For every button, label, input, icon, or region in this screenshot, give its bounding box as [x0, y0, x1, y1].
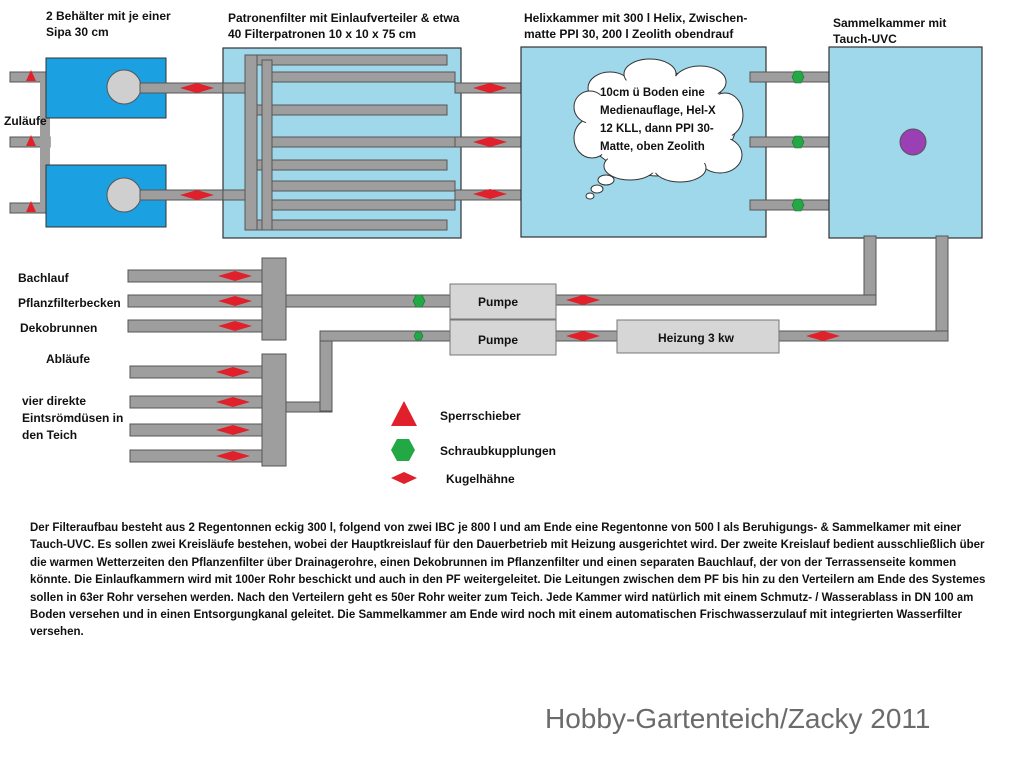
- legend-kugelhaehne: Kugelhähne: [446, 472, 515, 486]
- description-text: Der Filteraufbau besteht aus 2 Regentonn…: [30, 522, 986, 639]
- pumpe-2: [449, 319, 557, 356]
- sipa-bottom: [106, 177, 142, 213]
- kugelhahn-markers: [180, 83, 840, 461]
- patronenfilter-title: Patronenfilter mit Einlaufverteiler & et…: [228, 11, 460, 41]
- cloud-text: 10cm ü Boden eine Medienauflage, Hel-X 1…: [600, 87, 716, 153]
- legend-schraubkupplungen: Schraubkupplungen: [440, 444, 557, 458]
- upper-manifold: [127, 257, 452, 341]
- pumpe-1-label: Pumpe: [478, 295, 519, 309]
- heizung: [616, 319, 780, 354]
- legend-diamond-icon: [391, 472, 417, 484]
- zulaeufe-label: Zuläufe: [4, 114, 47, 128]
- helix-title: Helixkammer mit 300 l Helix, Zwischen-ma…: [524, 11, 748, 41]
- pumpe-2-label: Pumpe: [478, 333, 519, 347]
- schraubkupplung-markers: [412, 70, 805, 341]
- behaelter-title: 2 Behälter mit je einer Sipa 30 cm: [46, 9, 171, 39]
- legend-sperrschieber: Sperrschieber: [440, 409, 521, 423]
- watermark: Hobby-Gartenteich/Zacky 2011: [545, 703, 931, 734]
- legend-triangle-icon: [391, 401, 417, 426]
- uvc-lamp: [899, 128, 927, 156]
- sperrschieber-markers: [26, 70, 36, 212]
- ablaeufe-label: Abläufe: [46, 352, 91, 366]
- dekobrunnen-label: Dekobrunnen: [20, 321, 98, 335]
- duesen-label: vier direkte Eintsrömdüsen in den Teich: [22, 394, 124, 442]
- pumpe-1: [449, 283, 557, 320]
- sammel-title: Sammelkammer mit Tauch-UVC: [833, 16, 947, 46]
- bachlauf-label: Bachlauf: [18, 271, 69, 285]
- legend-hexagon-icon: [391, 439, 415, 461]
- heizung-label: Heizung 3 kw: [658, 331, 735, 345]
- filter-diagram: [9, 46, 983, 484]
- sipa-top: [106, 69, 142, 105]
- pflanzfilterbecken-label: Pflanzfilterbecken: [18, 296, 121, 310]
